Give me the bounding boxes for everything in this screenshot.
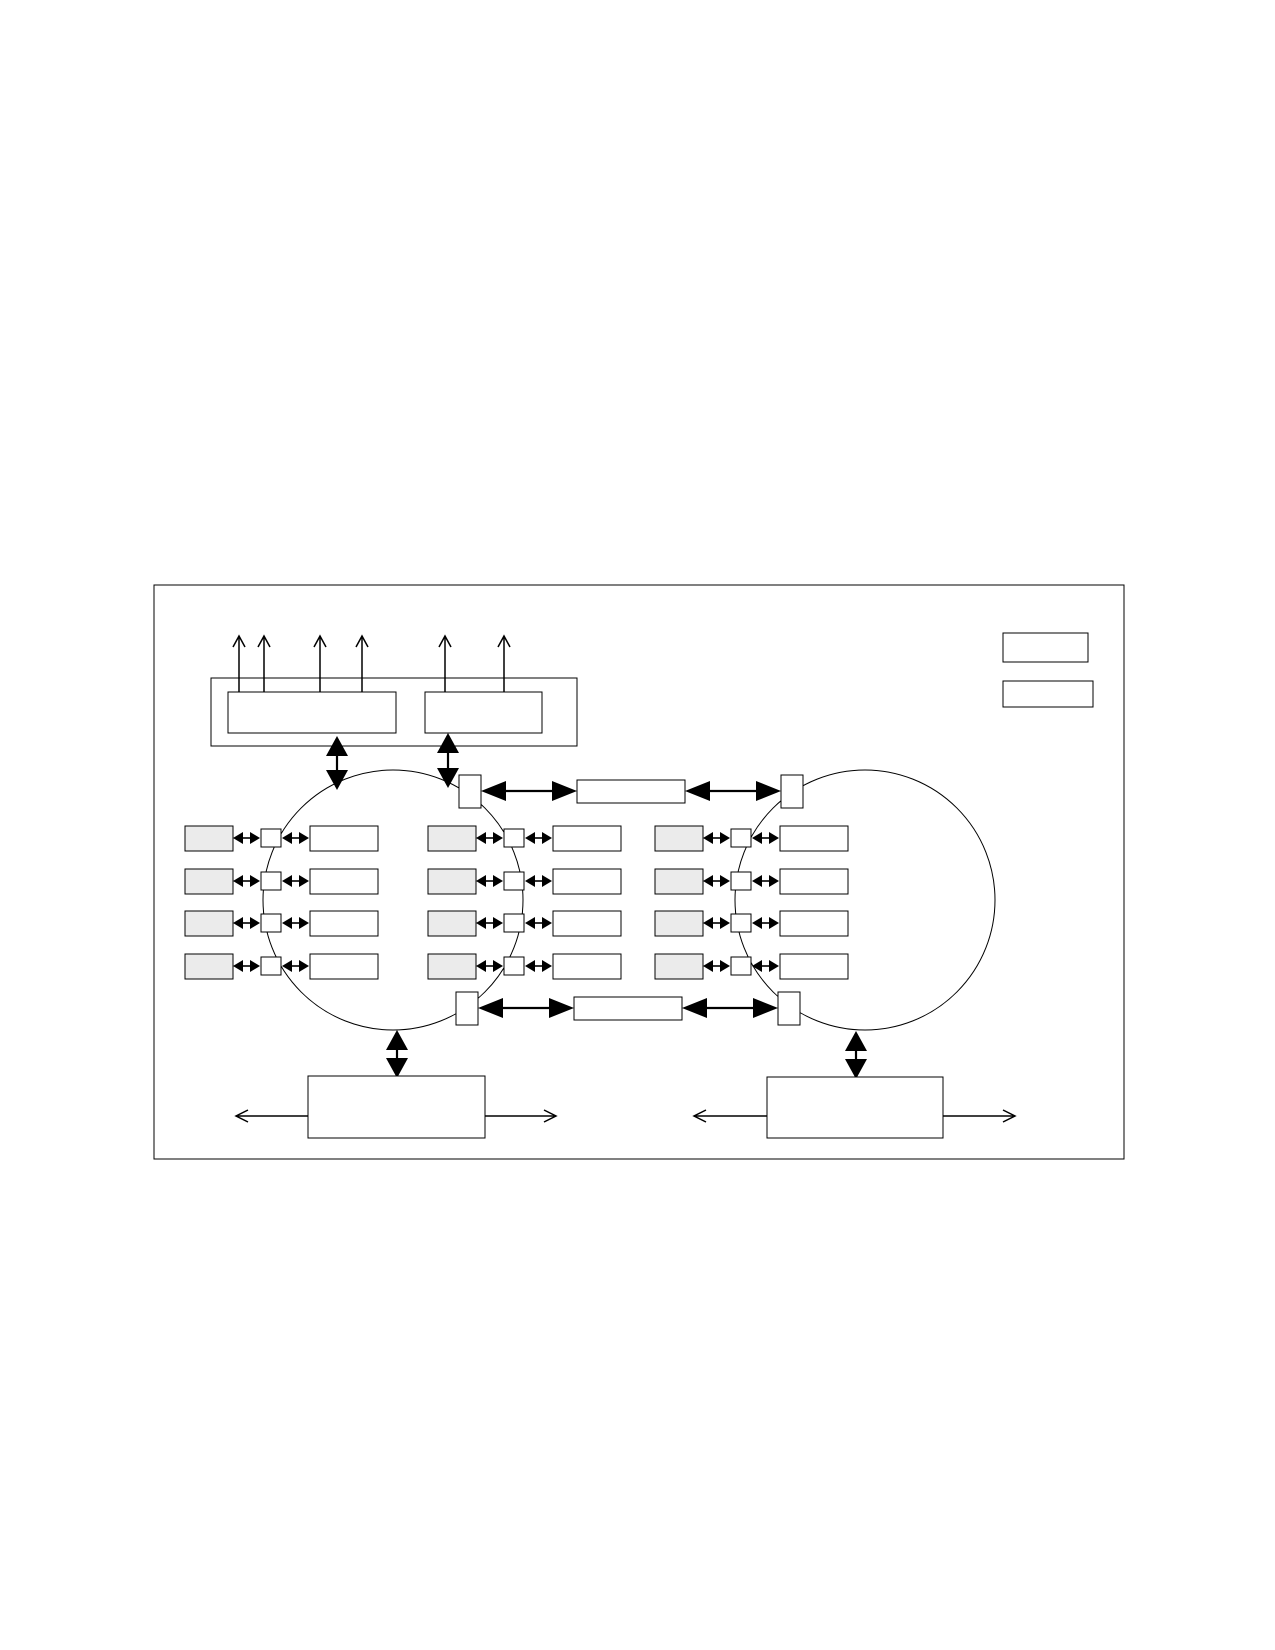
- bus-node-g3-r2: [730, 871, 752, 891]
- bus-arrow-right-g1-r1: [282, 832, 309, 844]
- bus-arrow-left-g3-r1: [703, 832, 730, 844]
- bus-arrow-left-g1-r4: [233, 960, 260, 972]
- bus-arrow-left-g2-r4: [476, 960, 503, 972]
- left-ring: [262, 769, 524, 1031]
- bus-arrow-right-g2-r4: [525, 960, 552, 972]
- bus-arrow-left-g1-r1: [233, 832, 260, 844]
- bottom-right-unit-arrows: [692, 1109, 1017, 1123]
- shaded-block-g1-r4: [184, 953, 234, 980]
- legend-box-1: [1002, 632, 1089, 663]
- bus-node-g3-r1: [730, 828, 752, 848]
- controller-ring-link-2: [437, 733, 459, 788]
- bus-arrow-right-g1-r4: [282, 960, 309, 972]
- device-block-g3-r2: [779, 868, 849, 895]
- top-left-port: [458, 774, 482, 809]
- bus-arrow-left-g3-r4: [703, 960, 730, 972]
- bottom-left-unit: [307, 1075, 486, 1139]
- shaded-block-g2-r1: [427, 825, 477, 852]
- bus-arrow-right-g1-r3: [282, 917, 309, 929]
- bus-node-g1-r1: [260, 828, 282, 848]
- diagram-frame: [153, 584, 1125, 1160]
- left-ring-bottom-link: [386, 1030, 408, 1078]
- top-right-port: [780, 774, 804, 809]
- shaded-block-g3-r4: [654, 953, 704, 980]
- legend-box-2: [1002, 680, 1094, 708]
- device-block-g3-r1: [779, 825, 849, 852]
- bus-arrow-left-g2-r2: [476, 875, 503, 887]
- bottom-right-port: [777, 991, 801, 1026]
- device-block-g2-r2: [552, 868, 622, 895]
- bus-arrow-left-g2-r1: [476, 832, 503, 844]
- device-block-g1-r2: [309, 868, 379, 895]
- top-controller-unit-a: [227, 691, 397, 734]
- top-bridge-unit: [576, 779, 686, 804]
- bottom-bridge-unit: [573, 996, 683, 1021]
- shaded-block-g3-r1: [654, 825, 704, 852]
- shaded-block-g1-r2: [184, 868, 234, 895]
- bus-arrow-left-g3-r3: [703, 917, 730, 929]
- bus-grid: [184, 825, 849, 980]
- shaded-block-g3-r3: [654, 910, 704, 937]
- device-block-g3-r4: [779, 953, 849, 980]
- bus-node-g1-r2: [260, 871, 282, 891]
- shaded-block-g2-r4: [427, 953, 477, 980]
- right-ring: [734, 769, 996, 1031]
- bus-arrow-left-g1-r2: [233, 875, 260, 887]
- bus-node-g2-r2: [503, 871, 525, 891]
- device-block-g2-r3: [552, 910, 622, 937]
- controller-ring-link-1: [326, 736, 348, 790]
- device-block-g1-r1: [309, 825, 379, 852]
- bottom-ring-interconnect: [455, 991, 801, 1026]
- bus-arrow-right-g2-r1: [525, 832, 552, 844]
- top-controller-unit-b: [424, 691, 543, 734]
- bus-arrow-right-g1-r2: [282, 875, 309, 887]
- top-output-arrows: [232, 634, 511, 692]
- shaded-block-g1-r3: [184, 910, 234, 937]
- device-block-g1-r3: [309, 910, 379, 937]
- bottom-left-port: [455, 991, 479, 1026]
- bus-arrow-right-g2-r3: [525, 917, 552, 929]
- bus-arrow-left-g2-r3: [476, 917, 503, 929]
- bus-node-g3-r3: [730, 913, 752, 933]
- bottom-right-unit: [766, 1076, 944, 1139]
- device-block-g3-r3: [779, 910, 849, 937]
- bus-arrow-left-g1-r3: [233, 917, 260, 929]
- device-block-g2-r4: [552, 953, 622, 980]
- bus-arrow-right-g3-r3: [752, 917, 779, 929]
- bus-node-g3-r4: [730, 956, 752, 976]
- right-ring-bottom-link: [845, 1031, 867, 1079]
- shaded-block-g2-r2: [427, 868, 477, 895]
- shaded-block-g1-r1: [184, 825, 234, 852]
- shaded-block-g3-r2: [654, 868, 704, 895]
- bus-arrow-right-g3-r1: [752, 832, 779, 844]
- bottom-left-unit-arrows: [234, 1109, 558, 1123]
- bus-node-g2-r4: [503, 956, 525, 976]
- device-block-g1-r4: [309, 953, 379, 980]
- bus-arrow-right-g3-r4: [752, 960, 779, 972]
- device-block-g2-r1: [552, 825, 622, 852]
- bus-arrow-right-g2-r2: [525, 875, 552, 887]
- bus-node-g2-r1: [503, 828, 525, 848]
- bus-node-g2-r3: [503, 913, 525, 933]
- shaded-block-g2-r3: [427, 910, 477, 937]
- bus-arrow-left-g3-r2: [703, 875, 730, 887]
- bus-arrow-right-g3-r2: [752, 875, 779, 887]
- top-ring-interconnect: [458, 774, 804, 809]
- bus-node-g1-r3: [260, 913, 282, 933]
- bus-node-g1-r4: [260, 956, 282, 976]
